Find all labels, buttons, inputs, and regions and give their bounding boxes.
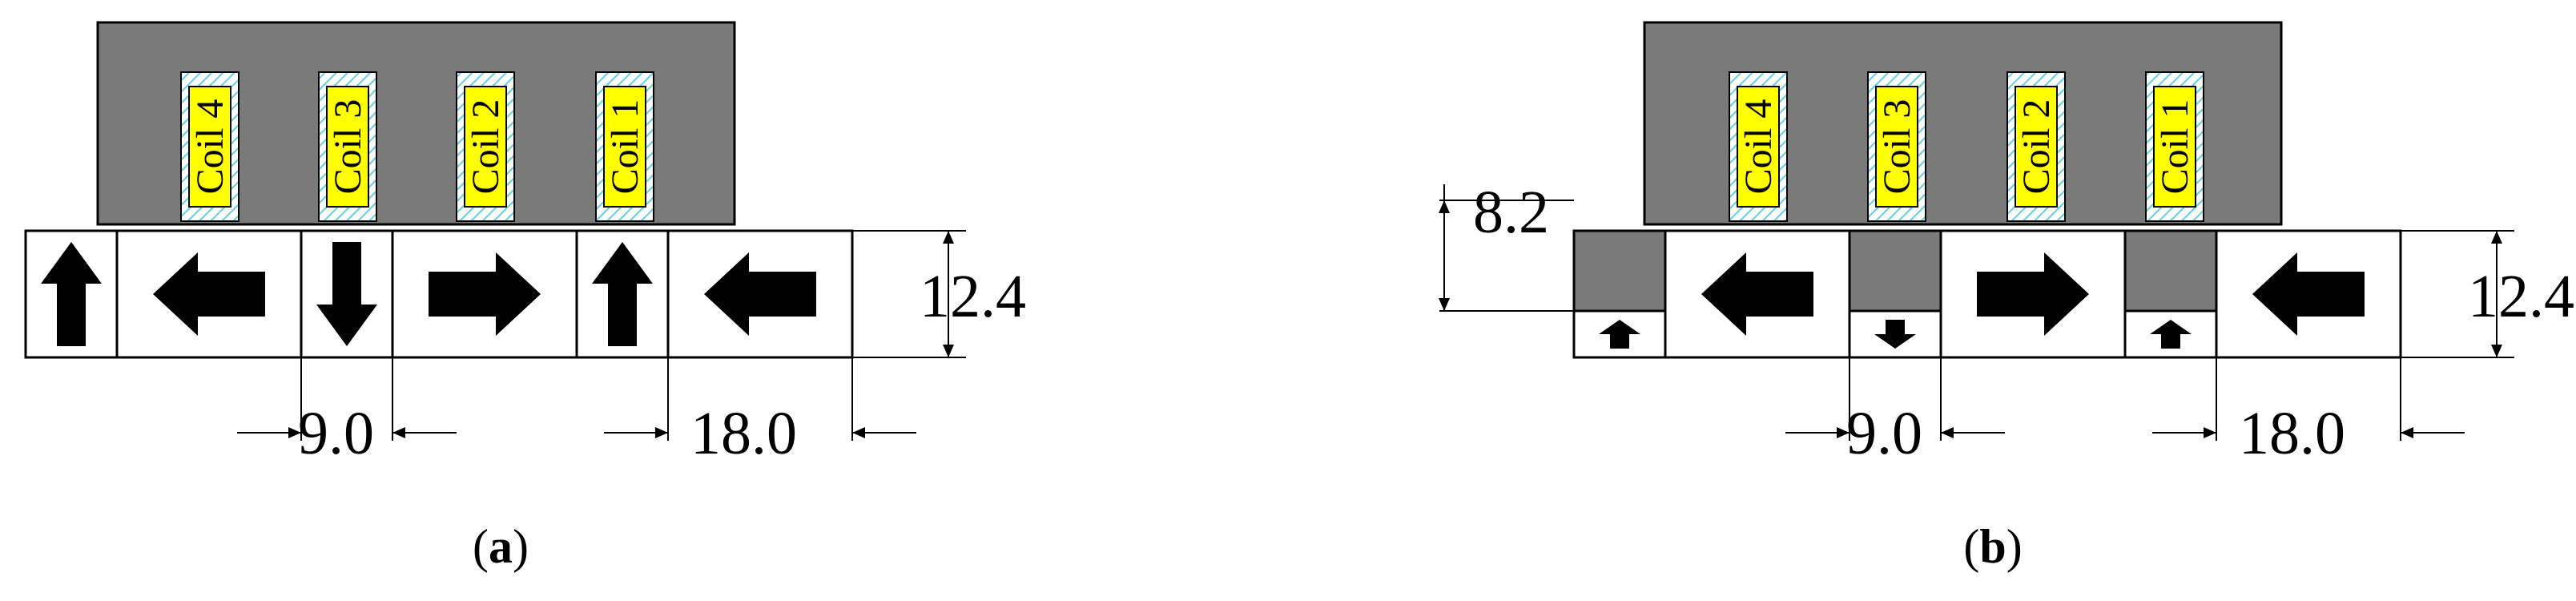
caption-b: (b) — [1963, 520, 2023, 573]
coil-label: Coil 2 — [465, 99, 507, 195]
small-width-dimension-label: 9.0 — [1846, 400, 1922, 467]
dimension-arrowhead — [943, 231, 954, 244]
coil-label: Coil 1 — [2154, 99, 2196, 195]
caption-a: (a) — [473, 520, 529, 573]
right-arrow-icon — [429, 252, 541, 336]
dimension-arrowhead — [1941, 427, 1954, 438]
coil-label: Coil 4 — [189, 99, 231, 195]
coil-2: Coil 2 — [2006, 71, 2066, 222]
coil-core — [2015, 86, 2058, 208]
dimension-arrowhead — [655, 427, 668, 438]
coil-core — [1737, 86, 1780, 208]
coil-label: Coil 3 — [327, 99, 369, 195]
iron-block — [2123, 229, 2218, 313]
panel-a: Coil 4 Coil 3 Coil 2 Coil 1 12.4 9.0 18.0 — [24, 21, 1026, 467]
coil-label: Coil 4 — [1737, 99, 1780, 195]
coil-core — [188, 86, 231, 208]
coil-4: Coil 4 — [180, 71, 239, 222]
coil-label: Coil 2 — [2015, 99, 2058, 195]
dimension-arrowhead — [1837, 427, 1849, 438]
left-arrow-icon — [2252, 252, 2365, 336]
segment-6 — [2215, 229, 2402, 359]
panel-b: Coil 4 Coil 3 Coil 2 Coil 1 12.4 9.0 18.0 8.2 — [1439, 21, 2574, 467]
large-width-dimension-label: 18.0 — [690, 400, 797, 467]
down-arrow-icon — [316, 242, 377, 346]
dimension-arrowhead — [852, 427, 865, 438]
coil-1: Coil 1 — [2145, 71, 2204, 222]
segment-5 — [575, 229, 670, 359]
dimension-arrowhead — [288, 427, 301, 438]
height-dimension-label: 12.4 — [920, 263, 1026, 330]
iron-height-dimension-label: 8.2 — [1473, 179, 1549, 246]
up-arrow-icon — [1599, 320, 1640, 349]
height-dimension-label: 12.4 — [2468, 263, 2574, 330]
up-arrow-icon — [41, 242, 102, 346]
coil-core — [603, 86, 646, 208]
dimension-arrowhead — [2491, 345, 2502, 357]
segment-3 — [300, 229, 394, 359]
dimension-arrowhead — [1439, 200, 1450, 213]
dimension-arrowhead — [392, 427, 405, 438]
segment-4 — [1939, 229, 2127, 359]
segment-3 — [1848, 229, 1942, 359]
iron-block — [1848, 229, 1942, 313]
segment-1 — [24, 229, 119, 359]
segment-2 — [1664, 229, 1851, 359]
small-width-dimension-label: 9.0 — [298, 400, 374, 467]
segment-1 — [1572, 229, 1667, 359]
coil-core — [326, 86, 369, 208]
dimension-arrowhead — [943, 345, 954, 357]
coil-core — [2153, 86, 2196, 208]
coil-2: Coil 2 — [456, 71, 515, 222]
up-arrow-icon — [2150, 320, 2192, 349]
right-arrow-icon — [1977, 252, 2089, 336]
segment-5 — [2123, 229, 2218, 359]
dimension-arrowhead — [2401, 427, 2413, 438]
iron-block — [1572, 229, 1667, 313]
large-width-dimension-label: 18.0 — [2239, 400, 2345, 467]
coil-label: Coil 1 — [604, 99, 646, 195]
coil-3: Coil 3 — [318, 71, 377, 222]
coil-4: Coil 4 — [1729, 71, 1788, 222]
dimensions — [1439, 184, 2514, 441]
up-arrow-icon — [592, 242, 653, 346]
left-arrow-icon — [1701, 252, 1813, 336]
coil-core — [1875, 86, 1918, 208]
segment-4 — [391, 229, 578, 359]
coil-1: Coil 1 — [595, 71, 654, 222]
segment-6 — [666, 229, 854, 359]
coil-core — [464, 86, 507, 208]
dimension-arrowhead — [2491, 231, 2502, 244]
down-arrow-icon — [1874, 320, 1916, 349]
coil-3: Coil 3 — [1867, 71, 1926, 222]
coil-label: Coil 3 — [1876, 99, 1918, 195]
dimension-arrowhead — [2204, 427, 2216, 438]
left-arrow-icon — [704, 252, 816, 336]
left-arrow-icon — [153, 252, 265, 336]
dimension-arrowhead — [1439, 298, 1450, 311]
segment-2 — [115, 229, 303, 359]
